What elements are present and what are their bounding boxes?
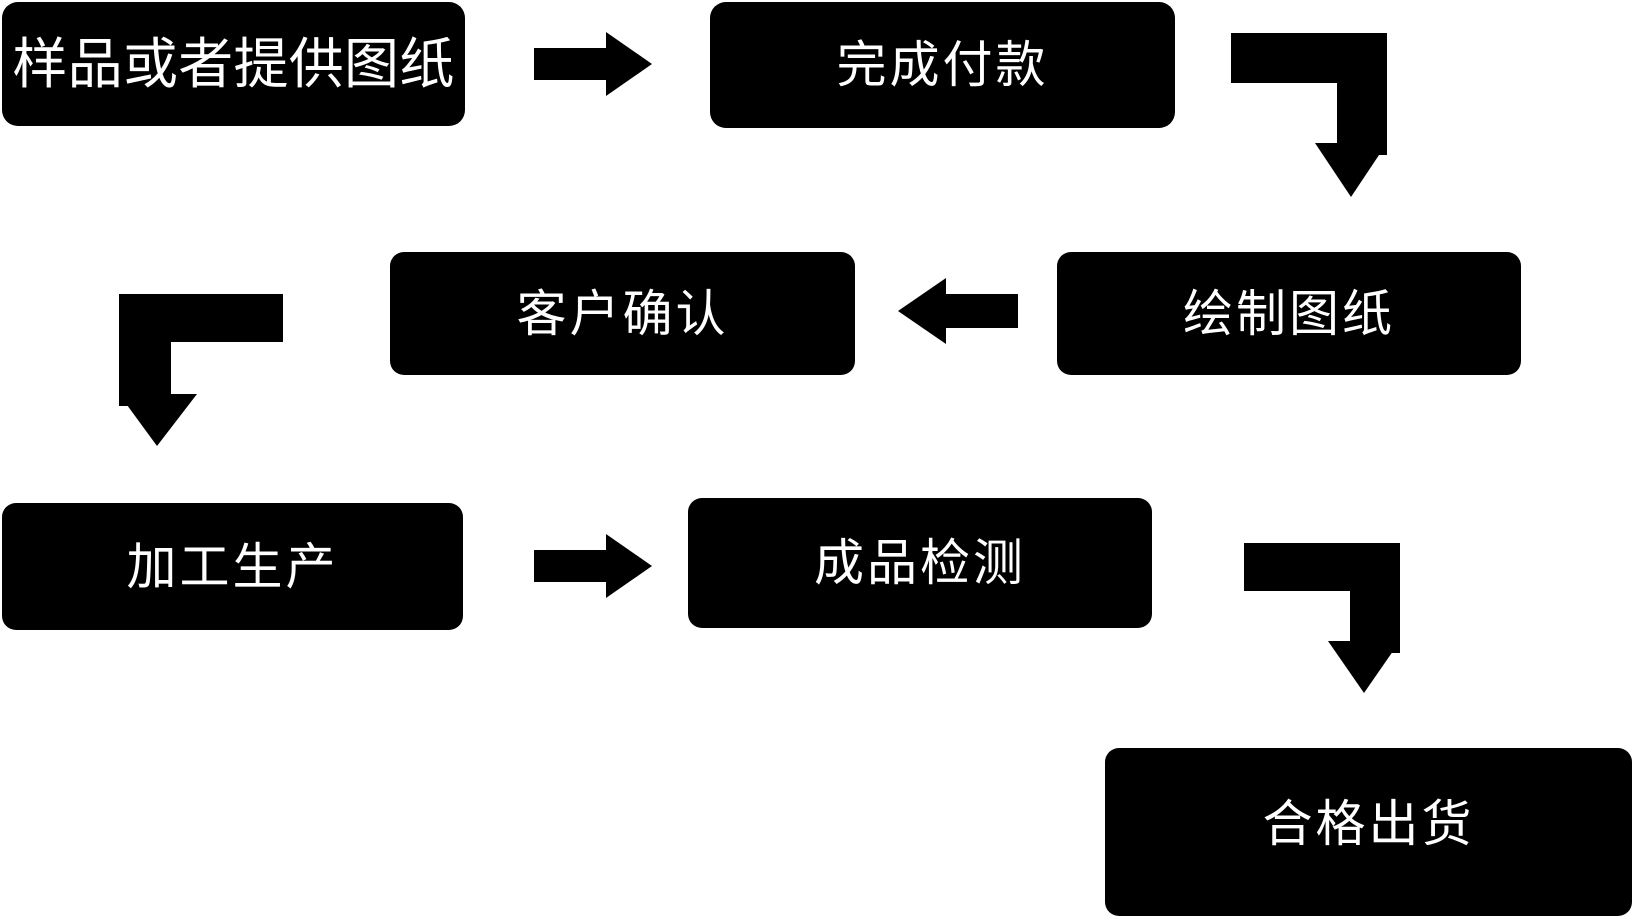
flow-node-sample-label: 样品或者提供图纸 [12,32,455,95]
elbow-left-down-icon [119,294,283,446]
flow-node-payment-label: 完成付款 [836,37,1049,93]
arrow-right-icon [534,32,652,96]
flow-node-confirm[interactable]: 客户确认 [390,252,855,375]
flow-node-confirm-label: 客户确认 [516,285,729,342]
flow-node-shipment[interactable]: 合格出货 [1105,748,1632,916]
elbow-right-down-icon [1244,543,1400,693]
flow-node-payment[interactable]: 完成付款 [710,2,1175,128]
flow-node-sample[interactable]: 样品或者提供图纸 [2,2,465,126]
flow-node-drawing-label: 绘制图纸 [1183,285,1395,342]
flow-node-drawing[interactable]: 绘制图纸 [1057,252,1521,375]
flow-node-production[interactable]: 加工生产 [2,503,463,630]
flow-node-production-label: 加工生产 [126,538,339,595]
flow-node-shipment-label: 合格出货 [1262,796,1475,852]
elbow-right-down-icon [1231,33,1387,197]
flow-node-inspection-label: 成品检测 [814,535,1026,591]
arrow-right-icon [534,534,652,598]
flow-node-inspection[interactable]: 成品检测 [688,498,1152,628]
arrow-left-icon [898,278,1018,344]
